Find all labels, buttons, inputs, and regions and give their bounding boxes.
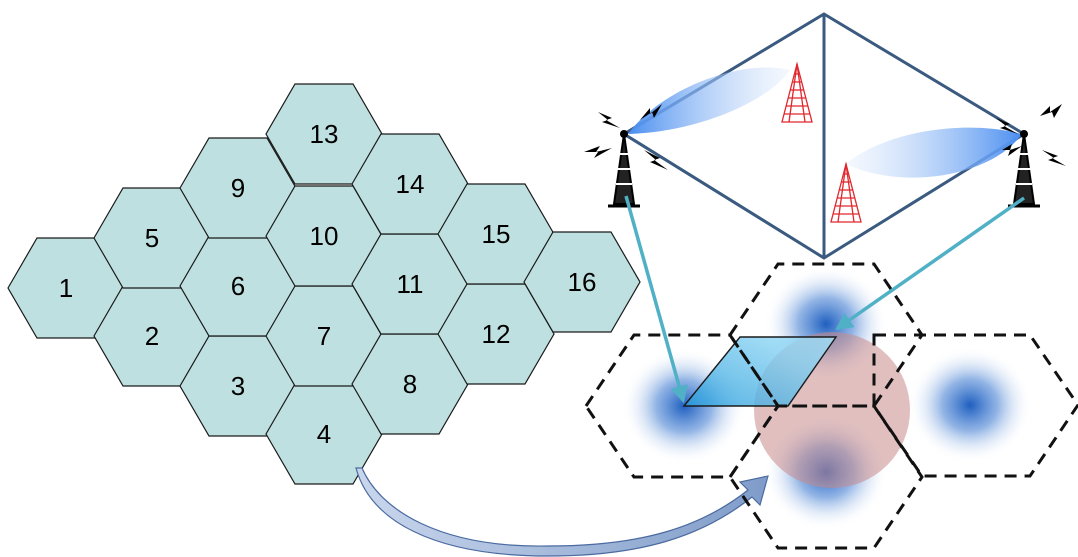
hex-cell-label: 16 <box>568 267 597 297</box>
antenna-beams <box>628 67 1022 178</box>
hex-cell-label: 11 <box>397 269 424 299</box>
arrow-icon <box>624 195 688 404</box>
parallelogram-region <box>682 336 838 407</box>
hex-cell-label: 6 <box>231 271 245 301</box>
coverage-glow <box>908 347 1032 463</box>
hex-cell-label: 14 <box>396 169 425 199</box>
hex-cell-label: 13 <box>310 119 339 149</box>
hex-cell-label: 5 <box>145 223 159 253</box>
hex-cell-label: 1 <box>59 273 73 303</box>
hex-cell-label: 4 <box>317 419 331 449</box>
hex-cell-label: 10 <box>310 221 339 251</box>
hex-cell-16 <box>523 231 641 333</box>
hex-cell-label: 8 <box>403 369 417 399</box>
hex-cell-label: 9 <box>231 173 245 203</box>
hex-cell-label: 3 <box>231 371 245 401</box>
cell-tower-icon <box>608 130 640 208</box>
teal-arrows <box>624 195 1026 404</box>
antenna-tower-icon <box>781 61 813 123</box>
arrow-icon <box>835 196 1026 331</box>
hex-cell-label: 12 <box>482 319 511 349</box>
cell-tower-icon <box>1008 130 1040 208</box>
hex-cell-label: 7 <box>317 321 331 351</box>
dashed-hex-outlines <box>584 262 1078 550</box>
lightning-bolt-icon <box>584 104 1066 170</box>
curved-arrow-icon <box>355 467 769 557</box>
coverage-region <box>584 262 1078 550</box>
antenna-tower-icon <box>830 161 862 223</box>
hex-cell-label: 15 <box>482 219 511 249</box>
hex-cell-label: 2 <box>145 321 159 351</box>
